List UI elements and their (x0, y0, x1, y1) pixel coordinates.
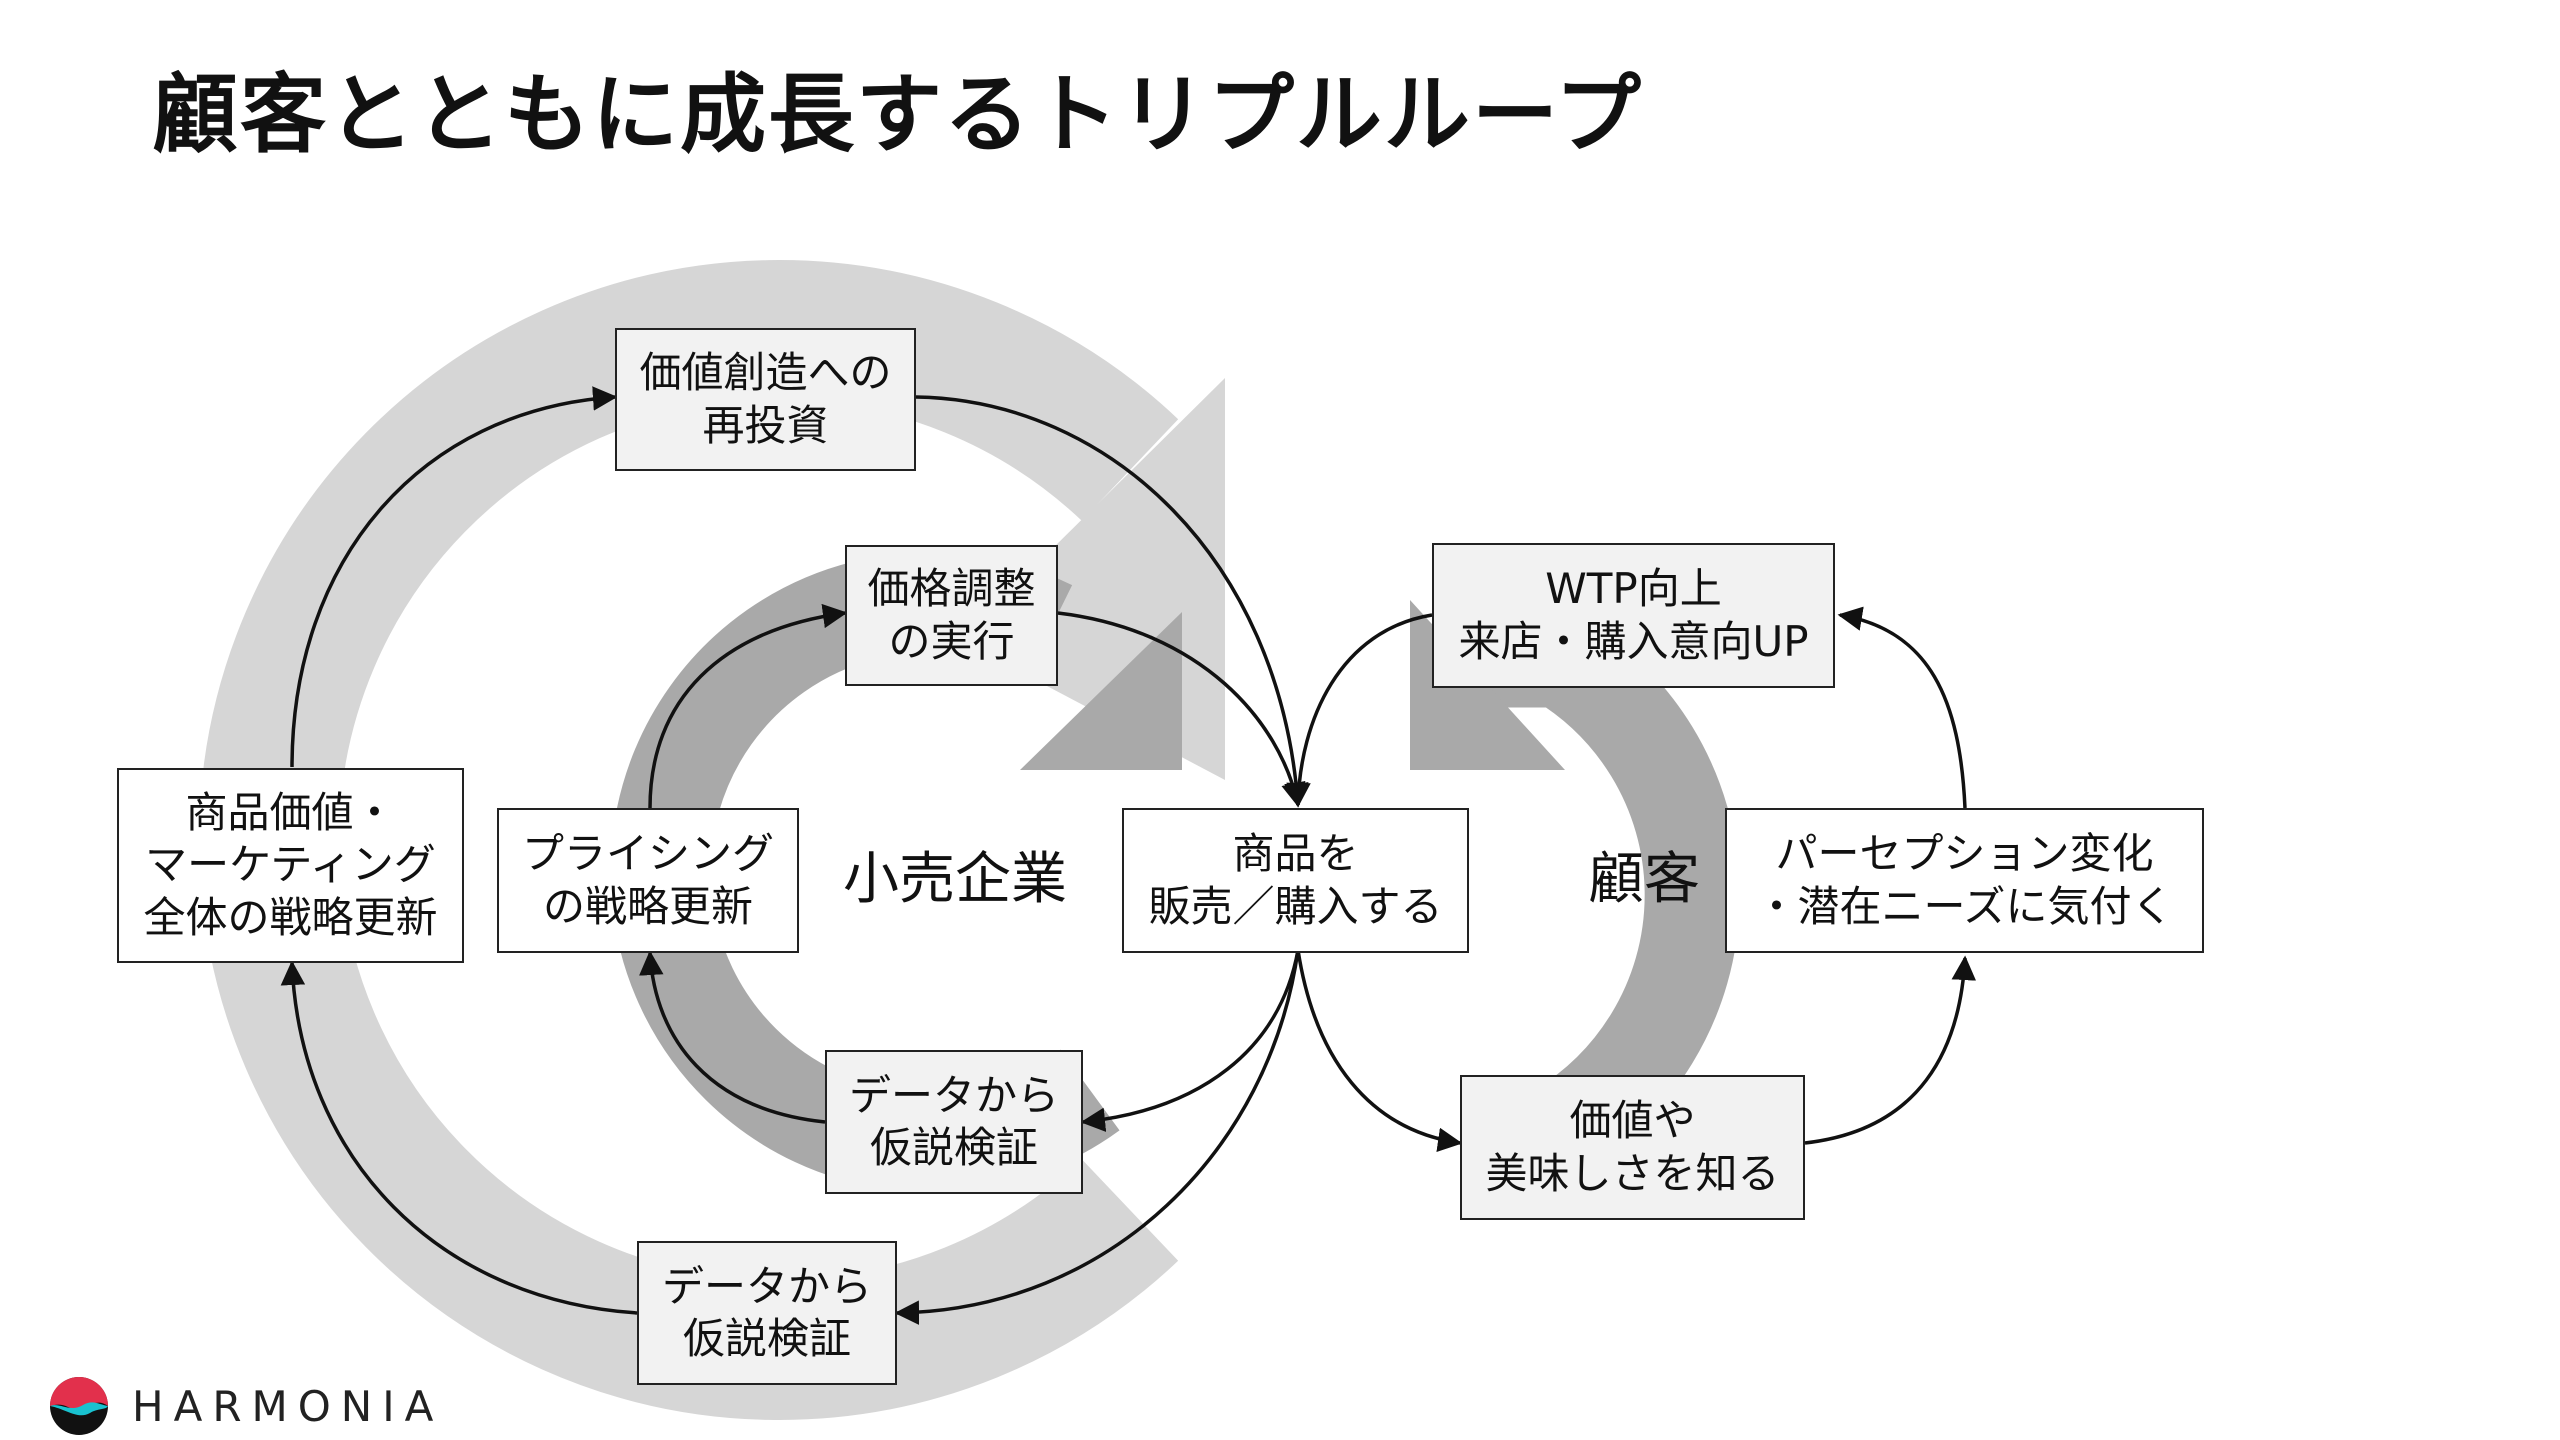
box-line: ・潜在ニーズに気付く (1755, 881, 2174, 931)
box-line: の実行 (888, 616, 1015, 666)
box-value-know: 価値や 美味しさを知る (1460, 1075, 1805, 1220)
box-line: 価格調整 (867, 564, 1036, 613)
box-line: 販売／購入する (1148, 881, 1443, 931)
box-line: マーケティング (145, 840, 436, 890)
box-line: 美味しさを知る (1485, 1148, 1780, 1198)
box-line: データから (661, 1261, 872, 1311)
box-pricing-strategy: プライシング の戦略更新 (497, 808, 799, 953)
box-line: 仮説検証 (682, 1314, 851, 1363)
box-line: 価値創造への (639, 348, 892, 397)
box-reinvest: 価値創造への 再投資 (615, 328, 916, 471)
connector-arrows (280, 386, 1977, 1325)
harmonia-logo-mark-icon (50, 1377, 108, 1435)
box-line: データから (848, 1070, 1059, 1120)
box-data-outer: データから 仮説検証 (637, 1241, 897, 1385)
harmonia-logo: HARMONIA (48, 1376, 443, 1436)
box-wtp: WTP向上 来店・購入意向UP (1432, 543, 1835, 688)
logo-text: HARMONIA (132, 1381, 444, 1431)
box-line: パーセプション変化 (1775, 829, 2154, 878)
box-line: プライシング (521, 829, 774, 878)
box-line: 商品を (1232, 829, 1359, 878)
box-line: 来店・購入意向UP (1458, 616, 1809, 666)
box-sell-buy: 商品を 販売／購入する (1122, 808, 1469, 953)
box-line: 全体の戦略更新 (143, 892, 438, 942)
box-line: 再投資 (702, 400, 829, 450)
page-title: 顧客とともに成長するトリプルループ (152, 65, 1643, 165)
box-perception: パーセプション変化 ・潜在ニーズに気付く (1725, 808, 2204, 953)
box-data-inner: データから 仮説検証 (825, 1050, 1083, 1194)
box-line: の戦略更新 (542, 881, 753, 931)
label-customer: 顧客 (1588, 847, 1700, 912)
box-price-execution: 価格調整 の実行 (845, 545, 1058, 686)
box-product-strategy: 商品価値・ マーケティング 全体の戦略更新 (117, 768, 464, 963)
box-line: 価値や (1569, 1096, 1696, 1145)
box-line: 仮説検証 (869, 1123, 1038, 1172)
label-company: 小売企業 (843, 847, 1067, 912)
box-line: WTP向上 (1545, 564, 1722, 613)
box-line: 商品価値・ (185, 787, 396, 837)
